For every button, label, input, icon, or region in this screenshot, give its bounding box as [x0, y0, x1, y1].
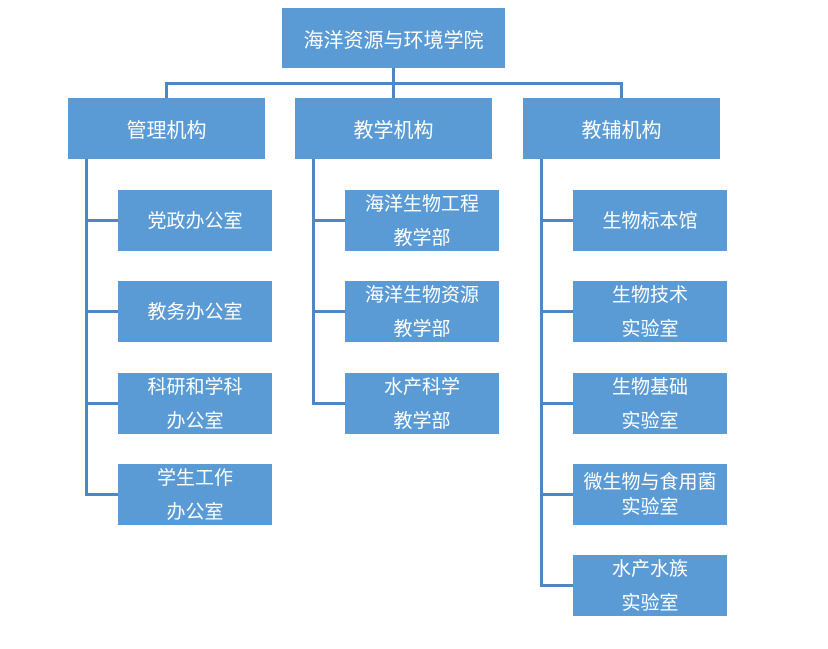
- category-node-teaching: 教学机构: [295, 98, 492, 159]
- connector-trunk-cat-1: [85, 159, 88, 495]
- leaf-line: 教学部: [393, 226, 451, 249]
- leaf-node: 生物技术 实验室: [573, 281, 727, 342]
- category-label: 管理机构: [126, 118, 207, 142]
- connector-to-cat-3: [620, 82, 623, 98]
- connector-trunk-cat-2: [312, 159, 315, 404]
- connector-branch: [540, 493, 573, 496]
- connector-branch: [85, 402, 118, 405]
- leaf-line: 党政办公室: [147, 209, 243, 232]
- leaf-node: 学生工作 办公室: [118, 464, 272, 525]
- connector-to-cat-2: [392, 82, 395, 98]
- connector-branch: [85, 310, 118, 313]
- leaf-node: 微生物与食用菌 实验室: [573, 464, 727, 525]
- leaf-line: 生物标本馆: [602, 209, 698, 232]
- leaf-line: 水产科学: [383, 375, 460, 398]
- leaf-line: 微生物与食用菌: [583, 470, 717, 493]
- connector-branch: [85, 219, 118, 222]
- leaf-line: 实验室: [621, 495, 679, 518]
- leaf-line: 生物基础: [611, 375, 688, 398]
- leaf-line: 教学部: [393, 409, 451, 432]
- connector-branch: [85, 493, 118, 496]
- root-node: 海洋资源与环境学院: [282, 8, 505, 68]
- connector-branch: [540, 310, 573, 313]
- leaf-line: 实验室: [621, 409, 679, 432]
- leaf-node: 水产科学 教学部: [345, 373, 499, 434]
- leaf-line: 海洋生物资源: [364, 283, 479, 306]
- connector-branch: [312, 310, 345, 313]
- leaf-line: 海洋生物工程: [364, 192, 479, 215]
- leaf-line: 科研和学科: [147, 375, 243, 398]
- leaf-node: 科研和学科 办公室: [118, 373, 272, 434]
- leaf-line: 实验室: [621, 591, 679, 614]
- connector-to-cat-1: [165, 82, 168, 98]
- connector-branch: [312, 219, 345, 222]
- leaf-line: 水产水族: [611, 557, 688, 580]
- connector-trunk-cat-3: [540, 159, 543, 586]
- leaf-node: 生物标本馆: [573, 190, 727, 251]
- leaf-line: 办公室: [166, 409, 224, 432]
- category-node-support: 教辅机构: [523, 98, 720, 159]
- leaf-node: 海洋生物工程 教学部: [345, 190, 499, 251]
- category-label: 教辅机构: [581, 118, 662, 142]
- leaf-node: 海洋生物资源 教学部: [345, 281, 499, 342]
- connector-root-down: [392, 68, 395, 84]
- leaf-line: 教务办公室: [147, 300, 243, 323]
- leaf-line: 办公室: [166, 500, 224, 523]
- leaf-node: 生物基础 实验室: [573, 373, 727, 434]
- connector-branch: [540, 584, 573, 587]
- root-label: 海洋资源与环境学院: [303, 27, 484, 52]
- leaf-line: 教学部: [393, 317, 451, 340]
- leaf-line: 学生工作: [156, 466, 233, 489]
- connector-branch: [540, 219, 573, 222]
- connector-branch: [312, 402, 345, 405]
- category-node-management: 管理机构: [68, 98, 265, 159]
- connector-branch: [540, 402, 573, 405]
- category-label: 教学机构: [353, 118, 434, 142]
- leaf-line: 生物技术: [611, 283, 688, 306]
- leaf-node: 教务办公室: [118, 281, 272, 342]
- leaf-node: 党政办公室: [118, 190, 272, 251]
- leaf-node: 水产水族 实验室: [573, 555, 727, 616]
- leaf-line: 实验室: [621, 317, 679, 340]
